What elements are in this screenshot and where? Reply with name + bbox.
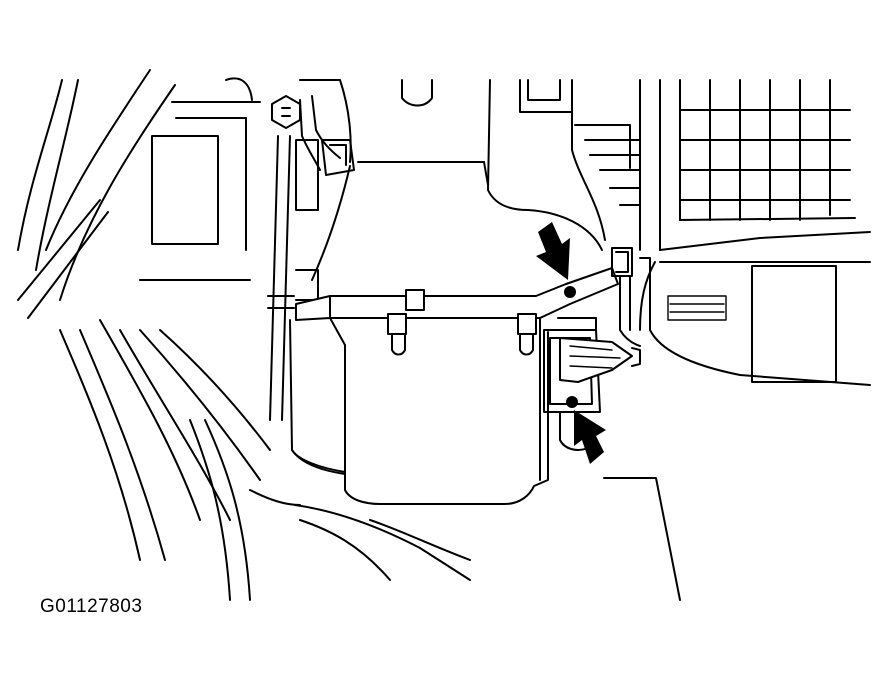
lower-mounting-screw xyxy=(566,396,578,408)
bolt-head xyxy=(271,95,301,129)
rim-tab xyxy=(517,313,537,335)
main-housing xyxy=(289,161,641,505)
upper-arrow xyxy=(536,222,570,280)
mounting-bracket xyxy=(267,95,355,421)
upper-mounting-screw xyxy=(564,286,576,298)
lower-arrow xyxy=(574,410,606,464)
rim-tab xyxy=(405,289,425,311)
left-hoses xyxy=(17,69,271,601)
figure-id-label: G01127803 xyxy=(40,596,143,617)
right-grid-panel xyxy=(574,79,871,251)
motor-connector xyxy=(543,317,641,451)
right-blower-housing xyxy=(639,257,871,386)
upper-duct xyxy=(299,79,606,251)
left-panel xyxy=(139,77,261,281)
lower-structures xyxy=(249,477,681,601)
rim-tab xyxy=(387,313,407,335)
